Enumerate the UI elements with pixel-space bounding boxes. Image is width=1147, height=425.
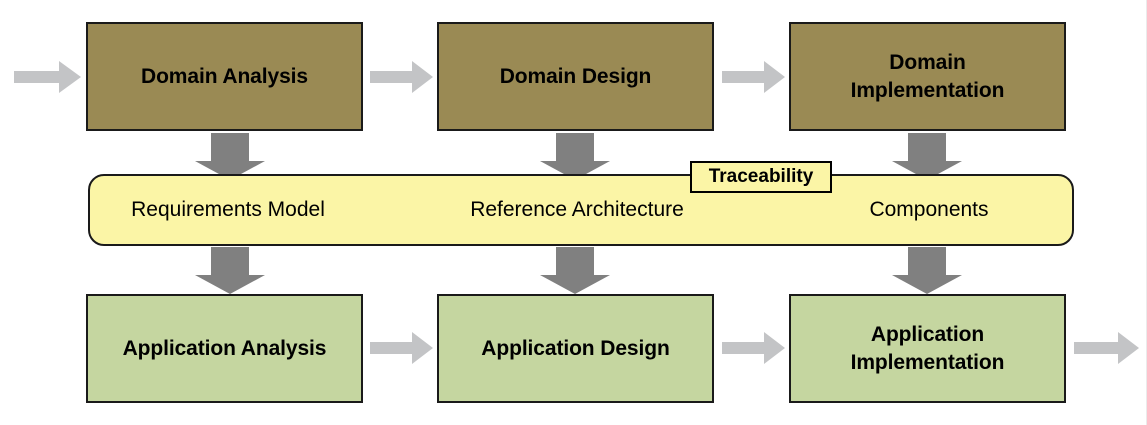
process-box-application-implementation[interactable]: Application Implementation xyxy=(789,294,1066,403)
derive-arrow-reference-architecture-to-application-design xyxy=(539,247,611,295)
flow-arrow-domain-design-to-implementation xyxy=(722,60,786,94)
process-box-domain-design[interactable]: Domain Design xyxy=(437,22,714,131)
process-box-domain-analysis[interactable]: Domain Analysis xyxy=(86,22,363,131)
asset-label-reference-architecture: Reference Architecture xyxy=(470,198,684,221)
derive-arrow-requirements-model-to-application-analysis xyxy=(194,247,266,295)
asset-label-requirements-model: Requirements Model xyxy=(131,198,325,221)
process-box-label: Domain Analysis xyxy=(141,64,308,88)
process-box-application-analysis[interactable]: Application Analysis xyxy=(86,294,363,403)
process-box-label: Application Analysis xyxy=(122,336,327,360)
derive-arrow-domain-analysis-to-requirements-model xyxy=(194,133,266,181)
process-box-label: Domain Design xyxy=(499,64,652,88)
flow-arrow-entry-domain xyxy=(14,60,82,94)
derive-arrow-domain-implementation-to-components xyxy=(891,133,963,181)
asset-label-components: Components xyxy=(869,198,989,221)
flow-arrow-exit-application xyxy=(1074,331,1140,365)
process-box-label: Application Design xyxy=(481,336,670,360)
process-box-label: Domain Implementation xyxy=(850,51,1005,102)
flow-arrow-application-design-to-implementation xyxy=(722,331,786,365)
process-box-application-design[interactable]: Application Design xyxy=(437,294,714,403)
traceability-label-box[interactable]: Traceability xyxy=(690,161,832,193)
derive-arrow-components-to-application-implementation xyxy=(891,247,963,295)
process-box-domain-implementation[interactable]: Domain Implementation xyxy=(789,22,1066,131)
process-box-label: Application Implementation xyxy=(850,323,1005,374)
flow-arrow-application-analysis-to-design xyxy=(370,331,434,365)
traceability-label: Traceability xyxy=(708,166,814,187)
derive-arrow-domain-design-to-reference-architecture xyxy=(539,133,611,181)
reusable-assets-band xyxy=(88,174,1074,246)
flow-arrow-domain-analysis-to-design xyxy=(370,60,434,94)
